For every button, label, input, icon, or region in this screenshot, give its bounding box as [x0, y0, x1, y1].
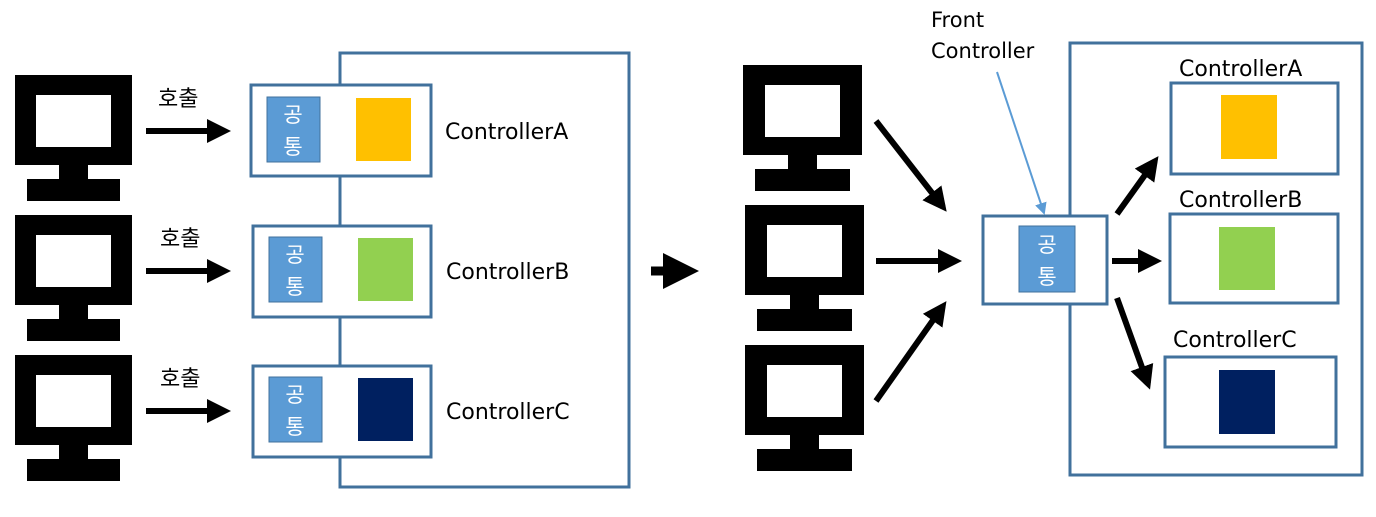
monitor-icon	[15, 355, 132, 481]
common-label-top: 공	[285, 383, 304, 407]
common-label-bottom: 통	[283, 135, 302, 159]
common-label-top: 공	[1037, 233, 1056, 257]
common-label-bottom: 통	[285, 275, 304, 299]
controller-b-label: ControllerB	[1179, 188, 1302, 213]
call-label: 호출	[160, 367, 200, 392]
controller-a-label: ControllerA	[445, 120, 568, 145]
request-arrow	[873, 119, 947, 212]
monitor-icon	[743, 65, 862, 191]
controller-a-swatch	[356, 98, 411, 161]
controller-c-swatch	[1219, 370, 1275, 434]
monitor-icon	[745, 205, 864, 331]
call-label: 호출	[158, 87, 198, 112]
controller-c-swatch	[358, 378, 413, 441]
monitor-icon	[745, 345, 864, 471]
front-controller-pointer	[996, 71, 1047, 215]
common-block	[1018, 225, 1076, 293]
controller-b-label: ControllerB	[446, 260, 569, 285]
controller-b-swatch	[1219, 227, 1275, 290]
controller-b-swatch	[358, 238, 413, 301]
common-block	[268, 376, 323, 443]
common-label-bottom: 통	[285, 415, 304, 439]
request-arrow	[873, 301, 947, 403]
monitor-icon	[15, 215, 132, 341]
front-controller-label-line1: Front	[931, 8, 984, 32]
call-label: 호출	[160, 227, 200, 252]
monitor-icon	[15, 75, 132, 201]
controller-a-label: ControllerA	[1179, 57, 1302, 82]
dispatch-arrow	[1114, 156, 1159, 216]
dispatch-arrow	[1114, 296, 1154, 390]
controller-c-label: ControllerC	[446, 400, 570, 425]
common-label-bottom: 통	[1037, 265, 1056, 289]
common-label-top: 공	[285, 243, 304, 267]
controller-a-swatch	[1221, 95, 1277, 159]
controller-c-label: ControllerC	[1173, 328, 1297, 353]
common-block	[268, 236, 323, 303]
front-controller-label-line2: Controller	[931, 39, 1035, 63]
common-block	[266, 96, 321, 163]
common-label-top: 공	[283, 103, 302, 127]
